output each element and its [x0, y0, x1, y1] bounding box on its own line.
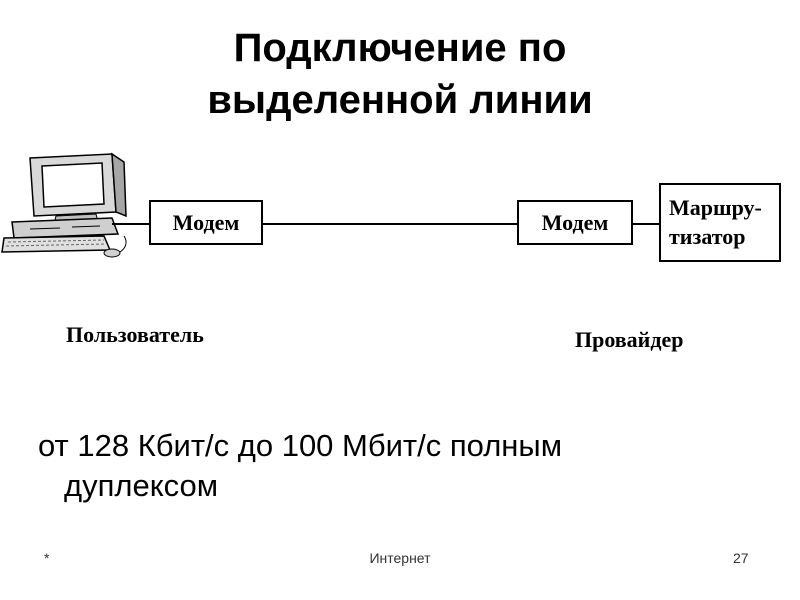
title-line-2: выделенной линии [207, 78, 593, 122]
footer-marker: * [44, 550, 50, 566]
cable-computer-modem [112, 223, 150, 225]
router-label-line-2: тизатор [669, 224, 746, 249]
bullet-line-2: дуплексом [64, 468, 219, 503]
router-label-line-1: Маршру- [669, 195, 762, 220]
computer-icon [1, 152, 127, 258]
title-line-1: Подключение по [233, 26, 567, 70]
bullet-line-1: от 128 Кбит/с до 100 Мбит/с полным [38, 428, 563, 463]
user-label: Пользователь [66, 322, 204, 347]
page-number: 27 [733, 550, 749, 566]
slide-title: Подключение по выделенной линии [0, 22, 800, 126]
provider-modem-box: Модем [517, 200, 633, 245]
speed-bullet: от 128 Кбит/с до 100 Мбит/с полным дупле… [38, 426, 758, 506]
footer-title: Интернет [369, 550, 431, 566]
router-box: Маршру- тизатор [659, 183, 781, 262]
leased-line [262, 223, 518, 225]
provider-label: Провайдер [575, 327, 684, 352]
cable-modem-router [632, 223, 660, 225]
user-modem-box: Модем [149, 200, 263, 245]
